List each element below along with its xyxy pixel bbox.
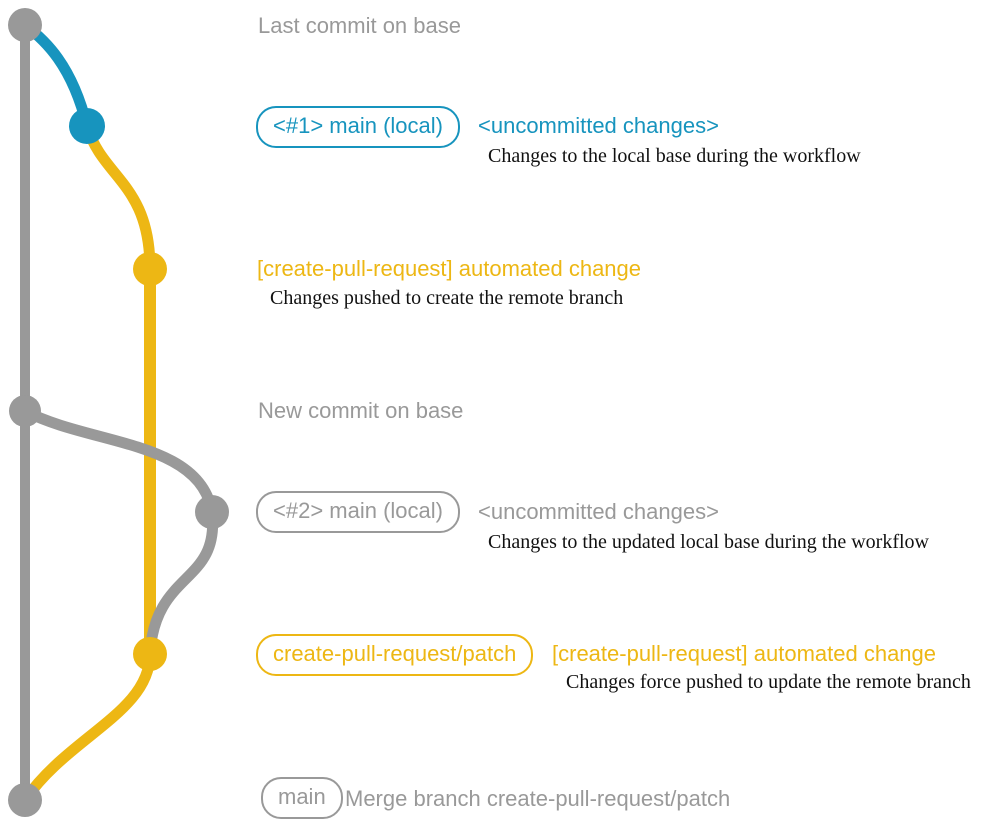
label-automated-change-1: [create-pull-request] automated change (257, 256, 642, 281)
commit-new-on-base (9, 395, 41, 427)
commit-automated-change-2 (133, 637, 167, 671)
badge-create-pull-request-patch: create-pull-request/patch (256, 634, 534, 676)
label-uncommitted-changes-1: <uncommitted changes> (478, 113, 719, 138)
commit-last-on-base (8, 8, 42, 42)
edge-gray-branch-back (144, 511, 219, 655)
desc-local-base-changes: Changes to the local base during the wor… (488, 145, 861, 167)
desc-pushed-create-remote: Changes pushed to create the remote bran… (270, 287, 624, 309)
commit-2-main-local (195, 495, 229, 529)
badge-main-local-1: <#1> main (local) (256, 106, 460, 148)
edge-yellow-branch-top (81, 124, 156, 270)
heading-last-commit-on-base: Last commit on base (258, 13, 461, 38)
commit-automated-change-1 (133, 252, 167, 286)
heading-new-commit-on-base: New commit on base (258, 398, 464, 423)
commit-1-main-local (69, 108, 105, 144)
label-merge-branch: Merge branch create-pull-request/patch (345, 786, 731, 811)
badge-main: main (261, 777, 343, 819)
desc-force-pushed-update-remote: Changes force pushed to update the remot… (566, 671, 971, 693)
edge-gray-branch-out (22, 406, 218, 514)
git-graph (8, 8, 229, 817)
label-automated-change-2: [create-pull-request] automated change (552, 641, 937, 666)
badge-main-local-2: <#2> main (local) (256, 491, 460, 533)
desc-updated-local-base-changes: Changes to the updated local base during… (488, 531, 929, 553)
edge-yellow-branch-merge (20, 653, 156, 804)
label-uncommitted-changes-2: <uncommitted changes> (478, 499, 719, 524)
commit-merge (8, 783, 42, 817)
